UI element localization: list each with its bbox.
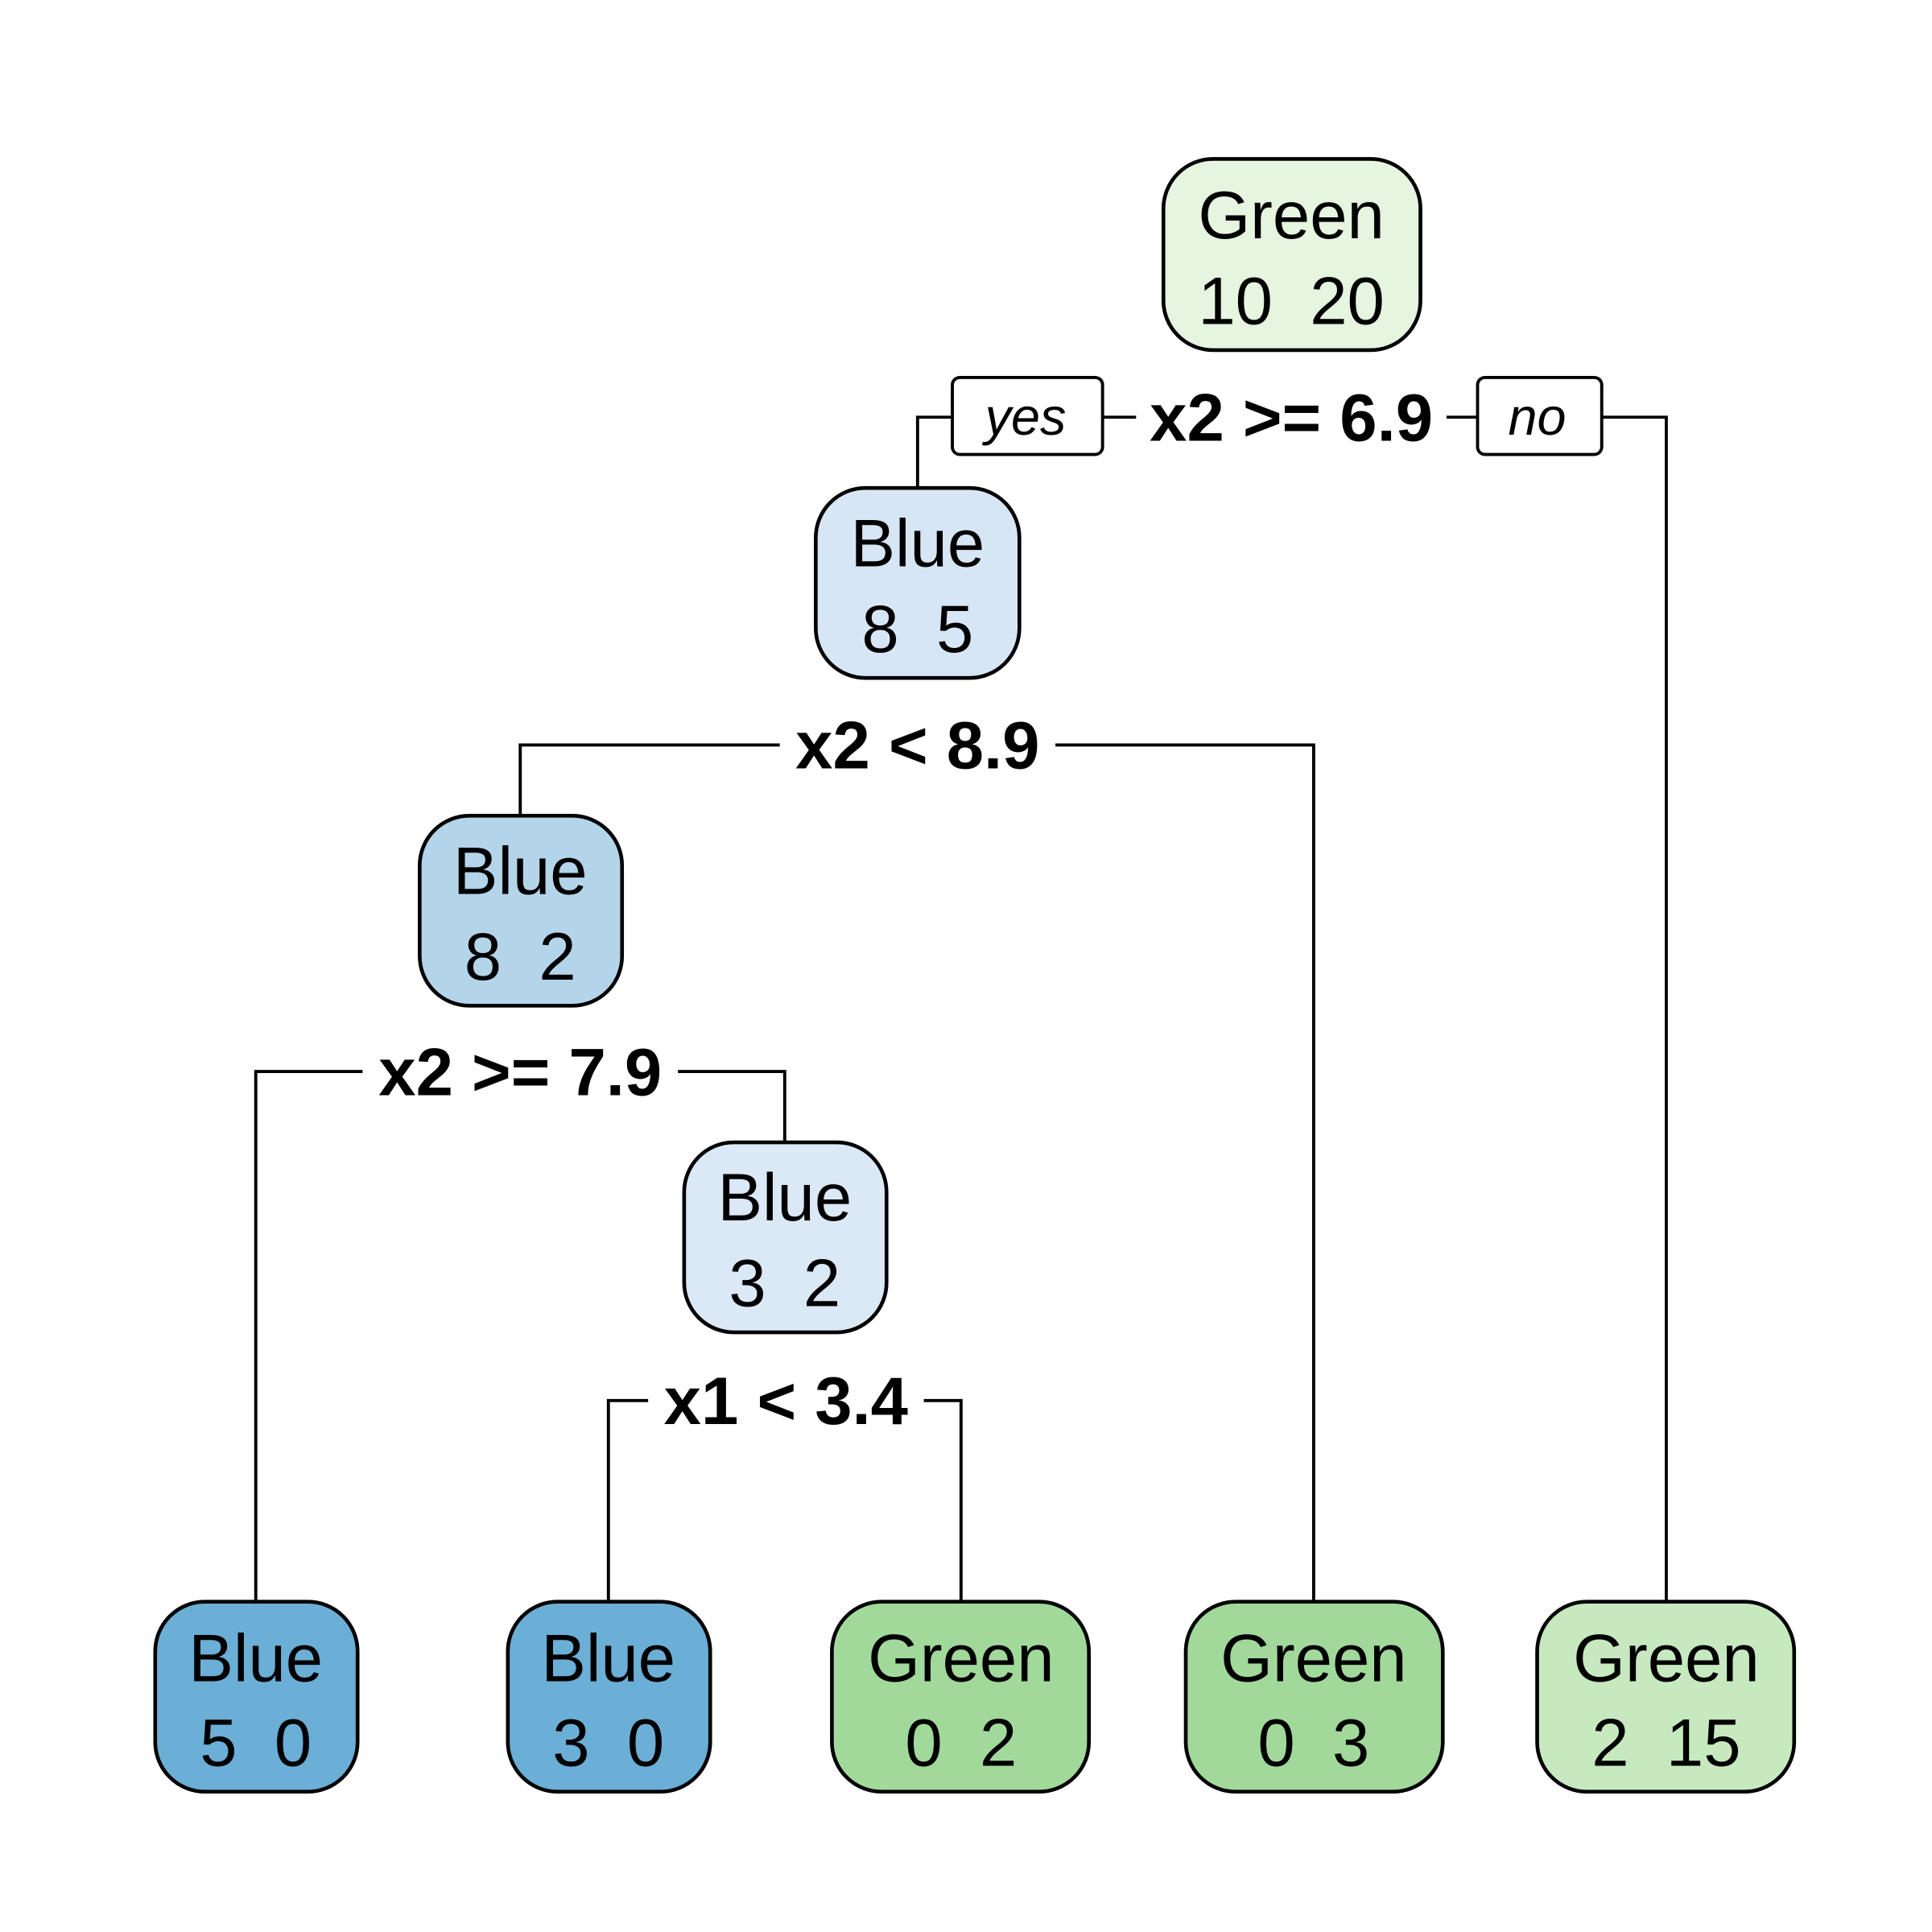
tree-node: Blue 8 2 <box>418 814 625 1008</box>
node-class: Green <box>1573 1620 1759 1695</box>
tree-node-root: Green 10 20 <box>1161 157 1422 353</box>
leaf-node: Green 0 2 <box>830 1600 1092 1794</box>
node-counts: 8 5 <box>861 592 973 667</box>
edge-n2-right <box>1055 743 1315 1602</box>
node-counts: 0 2 <box>905 1705 1017 1780</box>
node-class: Green <box>1198 178 1384 253</box>
node-counts: 8 2 <box>464 919 576 994</box>
node-counts: 2 15 <box>1591 1705 1740 1780</box>
node-box <box>153 1600 360 1794</box>
node-box <box>506 1600 712 1794</box>
node-box <box>1535 1600 1797 1794</box>
node-class: Blue <box>541 1620 675 1695</box>
node-counts: 10 20 <box>1198 264 1385 339</box>
split-label: x2 >= 6.9 <box>1150 381 1433 456</box>
leaf-node: Green 0 3 <box>1183 1600 1445 1794</box>
node-box <box>830 1600 1092 1794</box>
yes-label-text: yes <box>982 387 1067 446</box>
node-counts: 3 0 <box>552 1705 664 1780</box>
no-label: no <box>1476 375 1604 456</box>
node-class: Blue <box>188 1620 323 1695</box>
split-label: x2 < 8.9 <box>795 708 1039 783</box>
split-label: x2 >= 7.9 <box>378 1034 662 1109</box>
node-box <box>814 485 1022 680</box>
node-box <box>418 814 625 1008</box>
yes-label: yes <box>951 375 1104 456</box>
edge-n9-right <box>923 1398 963 1602</box>
no-label-text: no <box>1508 387 1566 446</box>
node-box <box>1183 1600 1445 1794</box>
edge-root-yes <box>915 415 953 489</box>
leaf-node: Blue 5 0 <box>153 1600 360 1794</box>
edge-n4-right <box>678 1070 786 1143</box>
node-class: Blue <box>851 506 985 580</box>
node-class: Green <box>868 1620 1054 1695</box>
node-box <box>1161 157 1422 353</box>
edge-n2-left <box>518 743 780 816</box>
edge-n4-left <box>254 1070 363 1602</box>
node-counts: 0 3 <box>1257 1705 1369 1780</box>
leaf-node: Green 2 15 <box>1535 1600 1797 1794</box>
edge-n9-left <box>606 1398 649 1602</box>
leaf-node: Blue 3 0 <box>506 1600 712 1794</box>
node-counts: 5 0 <box>200 1705 312 1780</box>
node-box <box>682 1140 889 1335</box>
node-class: Green <box>1220 1620 1406 1695</box>
edge-root-no <box>1601 415 1668 1602</box>
node-class: Blue <box>453 834 588 909</box>
tree-node: Blue 3 2 <box>682 1140 889 1335</box>
tree-node: Blue 8 5 <box>814 485 1022 680</box>
split-label: x1 < 3.4 <box>664 1364 908 1439</box>
connectors <box>254 415 1668 1602</box>
node-class: Blue <box>717 1160 852 1235</box>
node-counts: 3 2 <box>729 1246 840 1321</box>
